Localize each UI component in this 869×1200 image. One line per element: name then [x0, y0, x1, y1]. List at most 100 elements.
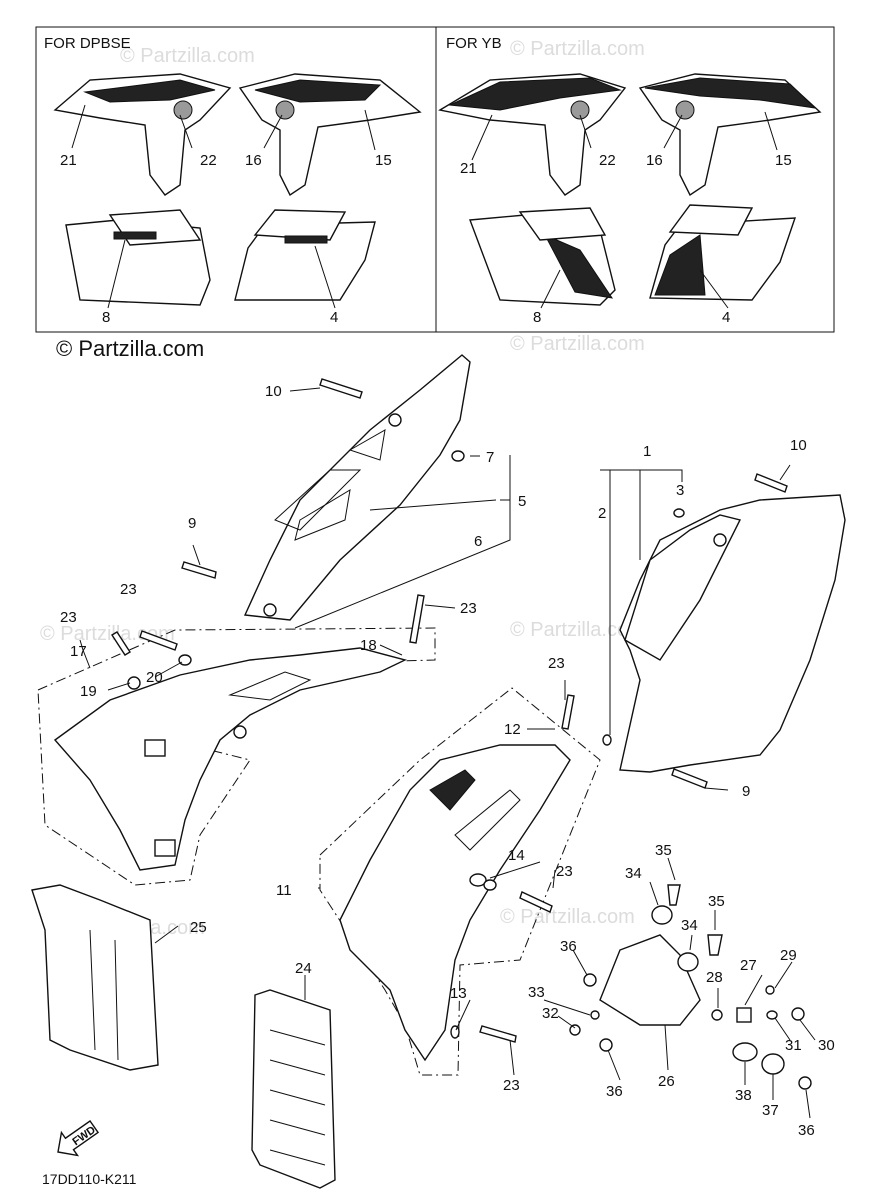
callout-23: 23 — [60, 609, 77, 626]
washer-20 — [178, 654, 192, 666]
grommet — [469, 873, 487, 887]
callout-23: 23 — [460, 600, 477, 617]
decal-8 — [113, 231, 157, 240]
callout-36: 36 — [560, 938, 577, 955]
bolt-32 — [569, 1024, 581, 1036]
emblem — [570, 100, 590, 120]
callout-23: 23 — [548, 655, 565, 672]
callout-19: 19 — [80, 683, 97, 700]
louver-24 — [251, 989, 336, 1189]
callout-26: 26 — [658, 1073, 675, 1090]
emblem — [275, 100, 295, 120]
yb-box — [435, 26, 835, 333]
grommet — [263, 603, 277, 617]
side-cover-assembly — [181, 354, 471, 621]
bolt-36a — [583, 973, 597, 987]
callout-14: 14 — [508, 847, 525, 864]
callout-10: 10 — [265, 383, 282, 400]
collar-35b — [707, 934, 723, 956]
guard-ribs — [89, 929, 119, 1061]
shroud-graphic — [448, 77, 622, 111]
callout-3: 3 — [676, 482, 684, 499]
bolt-9-right — [671, 768, 708, 789]
callout-10: 10 — [790, 437, 807, 454]
bolt-23-d — [519, 891, 553, 913]
meter-assembly — [569, 884, 812, 1090]
callout-5: 5 — [518, 493, 526, 510]
arrow-icon — [57, 1120, 100, 1157]
watermark: © Partzilla.com — [500, 906, 635, 928]
panel-top — [624, 514, 742, 661]
radiator-shroud-right — [319, 687, 601, 1076]
watermark: © Partzilla.com — [120, 45, 255, 67]
collar-38 — [732, 1042, 758, 1062]
oring-28 — [711, 1009, 723, 1021]
grommet-34b — [677, 952, 699, 972]
shroud-detail — [228, 671, 312, 701]
watermark: © Partzilla.com — [510, 619, 645, 641]
grommet — [388, 413, 402, 427]
cover-detail — [348, 429, 386, 461]
callout-37: 37 — [762, 1102, 779, 1119]
callout-13: 13 — [450, 985, 467, 1002]
plate-top — [518, 207, 607, 241]
callout-6: 6 — [474, 533, 482, 550]
washer-7 — [451, 450, 465, 462]
shroud-detail — [454, 789, 521, 851]
watermark: © Partzilla.com — [40, 623, 175, 645]
callout-1: 1 — [643, 443, 651, 460]
callout-28: 28 — [706, 969, 723, 986]
callout-18: 18 — [360, 637, 377, 654]
dpbse-shrouds — [53, 73, 422, 306]
watermark: © Partzilla.com — [510, 333, 645, 355]
callout-9: 9 — [188, 515, 196, 532]
grommet — [233, 725, 247, 739]
diagram-code: 17DD110-K211 — [42, 1171, 137, 1187]
yb-title: FOR YB — [446, 35, 502, 52]
grommet — [713, 533, 727, 547]
callout-35: 35 — [708, 893, 725, 910]
bolt-36b — [599, 1038, 613, 1052]
watermark: © Partzilla.com — [510, 38, 645, 60]
shroud-boss — [154, 839, 176, 857]
callout-25: 25 — [190, 919, 207, 936]
grommet-19 — [127, 676, 141, 690]
callout-35: 35 — [655, 842, 672, 859]
washer-14 — [483, 879, 497, 891]
assembly-outline-17 — [37, 627, 436, 886]
callout-22: 22 — [599, 152, 616, 169]
washer-3 — [673, 508, 685, 518]
emblem — [173, 100, 193, 120]
callout-11: 11 — [276, 882, 292, 899]
callout-22: 22 — [200, 152, 217, 169]
shroud-boss — [144, 739, 166, 757]
callout-4: 4 — [722, 309, 730, 326]
callout-23: 23 — [556, 863, 573, 880]
decal-4 — [284, 235, 328, 244]
bolt-10-upper — [319, 378, 363, 399]
screw-29 — [765, 985, 775, 995]
callout-17: 17 — [70, 643, 87, 660]
side-cover-left — [243, 354, 471, 621]
emblem — [675, 100, 695, 120]
callout-31: 31 — [785, 1037, 802, 1054]
grommet-34a — [651, 905, 673, 925]
radiator-louver — [251, 989, 336, 1189]
grommet-2 — [602, 734, 612, 746]
shroud-11 — [339, 744, 571, 1062]
fwd-arrow: FWD — [57, 1120, 100, 1157]
callout-30: 30 — [818, 1037, 835, 1054]
radiator-guard — [31, 884, 159, 1071]
callout-33: 33 — [528, 984, 545, 1001]
callout-38: 38 — [735, 1087, 752, 1104]
bolt-23-e — [561, 694, 575, 730]
callout-2: 2 — [598, 505, 606, 522]
callout-21: 21 — [60, 152, 77, 169]
dpbse-title: FOR DPBSE — [44, 35, 131, 52]
cover-detail — [274, 469, 362, 531]
bolt-23-b — [139, 630, 178, 651]
callout-16: 16 — [646, 152, 663, 169]
callout-21: 21 — [460, 160, 477, 177]
callout-36: 36 — [606, 1083, 623, 1100]
